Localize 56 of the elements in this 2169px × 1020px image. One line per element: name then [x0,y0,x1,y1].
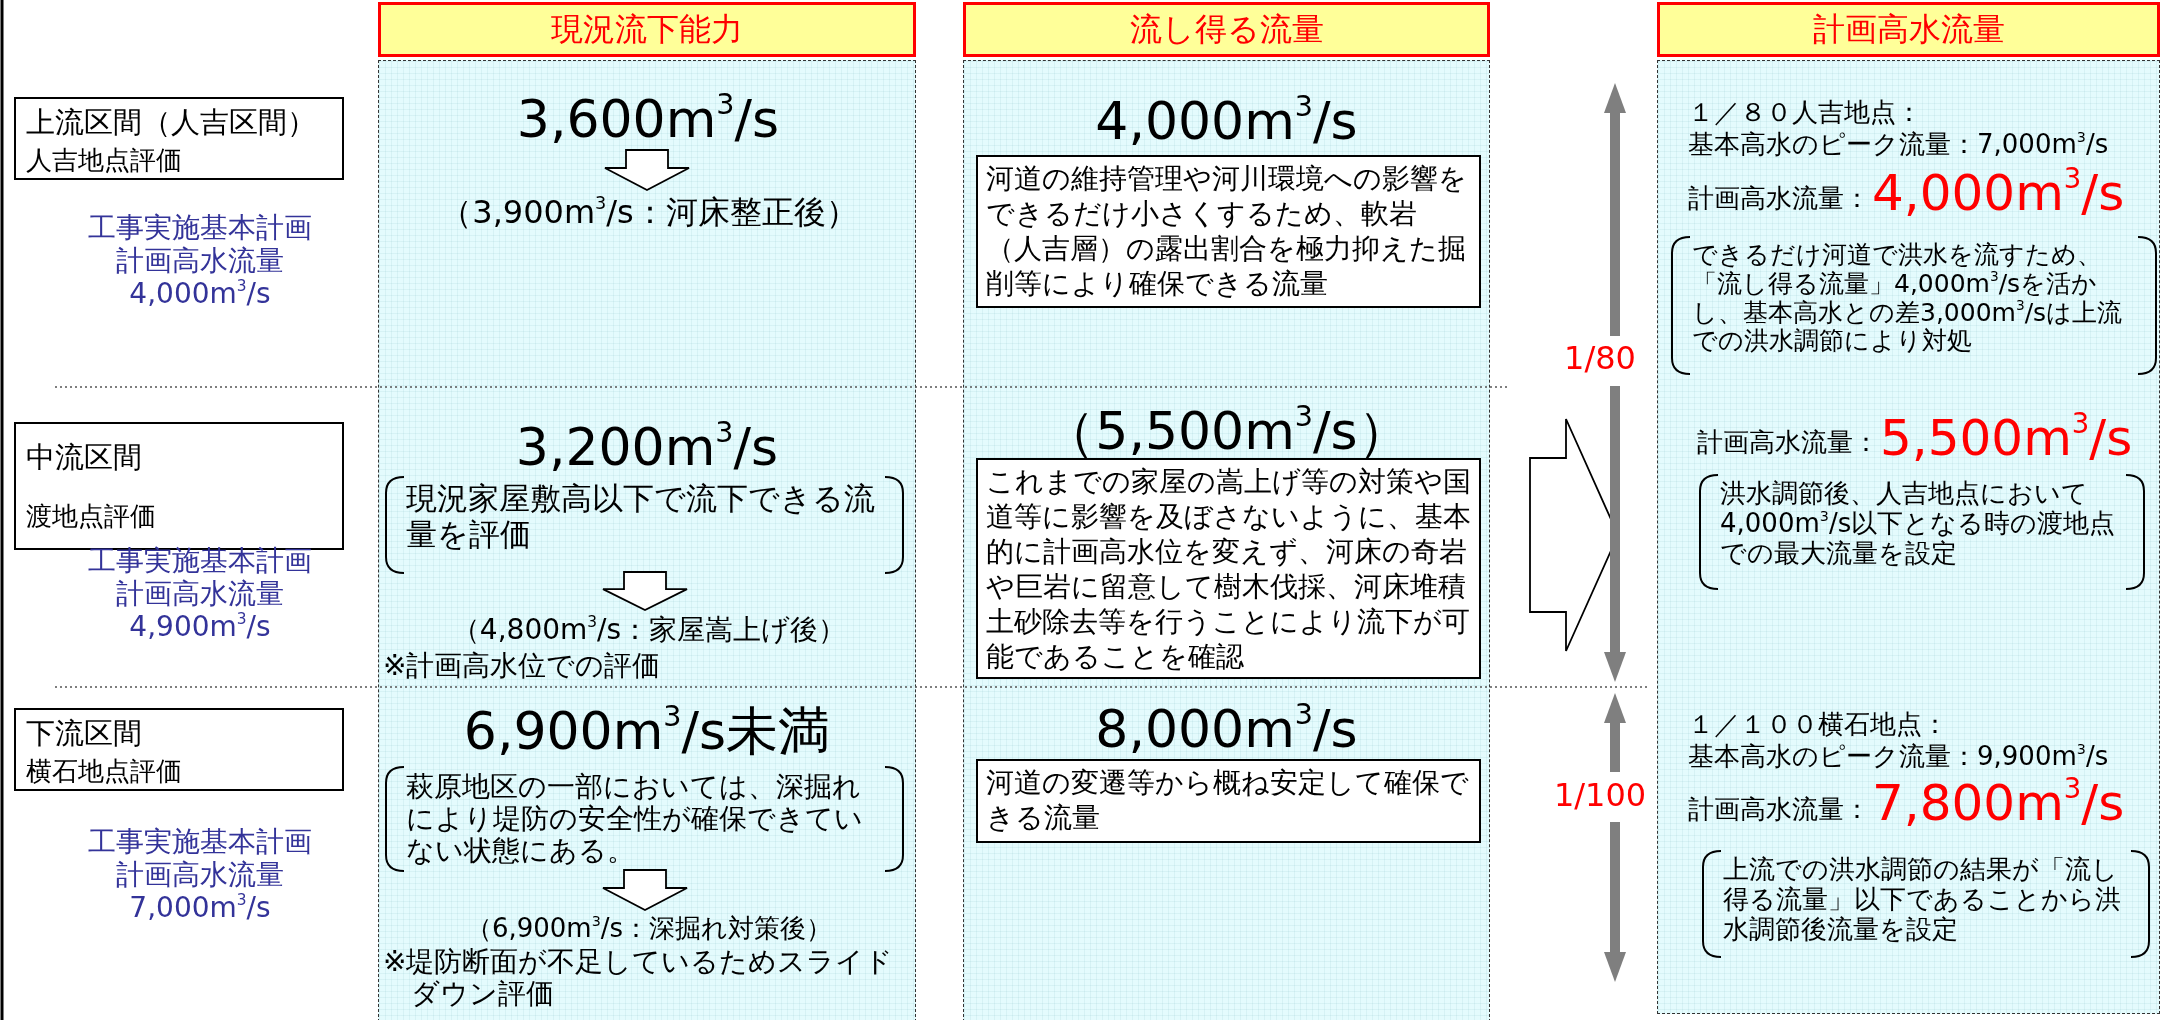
plan-text: 4,900m$^{3}$/s [128,611,272,644]
block-arrow [602,571,688,611]
gauge-point-text: １／１００横石地点： [1688,710,1948,740]
gauge-point-text: １／８０人吉地点： [1688,98,1922,128]
flow-value-text: 3,600m$^{3}$/s [488,89,808,151]
column-header: 流し得る流量 [963,2,1490,57]
bracketed-note: 現況家屋敷高以下で流下できる流量を評価 [384,477,905,573]
note-text: ※計画高水位での評価 [383,650,661,683]
plan-text: 7,000m$^{3}$/s [128,892,272,925]
bracketed-note: 萩原地区の一部においては、深掘れにより堤防の安全性が確保できていない状態にある。 [384,767,905,871]
plan-text: 工事実施基本計画 [87,545,313,578]
plan-flow-label: 計画高水流量： [1697,428,1879,458]
flow-value-text: （6,900m$^{3}$/s：深掘れ対策後） [391,911,907,949]
column-panel [963,60,1490,1020]
block-arrow [604,149,690,191]
note-box: これまでの家屋の嵩上げ等の対策や国道等に影響を及ぼさないように、基本的に計画高水位を変えず、河床の奇岩や巨岩に留意して樹木伐採、河床堆積土砂除去等を行うことにより流下が可能であることを確認 [976,458,1481,679]
return-period-label: 1/100 [1553,777,1647,814]
section-title: 中流区間 [26,439,143,477]
plan-text: 工事実施基本計画 [87,212,313,245]
section-title: 下流区間 [26,715,143,752]
note-box: 河道の維持管理や河川環境への影響をできるだけ小さくするため、軟岩（人吉層）の露出割合を極力抑えた掘削等により確保できる流量 [976,155,1481,308]
column-header: 計画高水流量 [1657,2,2160,57]
flow-value: 6,900m$^{3}$/s未満 [462,702,832,762]
plan-text: 4,000m$^{3}$/s [128,278,272,311]
gauge-point-text: 渡地点評価 [26,499,157,533]
plan-flow-value: 5,500m$^{3}$/s [1880,410,2133,468]
plan-text: 計画高水流量 [115,578,285,611]
note-box: 河道の変遷等から概ね安定して確保できる流量 [976,759,1481,843]
flow-value: 8,000m$^{3}$/s [1094,700,1359,760]
plan-flow-label: 計画高水流量： [1688,184,1870,214]
flow-value-text: （3,900m$^{3}$/s：河床整正後） [391,191,907,235]
plan-flow-value: 4,000m$^{3}$/s [1872,165,2125,223]
section-title: 上流区間（人吉区間） [26,104,317,141]
flow-value: 4,000m$^{3}$/s [1094,92,1359,152]
plan-flow-label: 計画高水流量： [1688,795,1870,825]
section-box [14,97,344,180]
section-box [14,708,344,791]
plan-text: 工事実施基本計画 [87,826,313,859]
block-arrow [602,869,688,911]
bracketed-note: 洪水調節後、人吉地点において4,000m$^{3}$/s以下となる時の渡地点での最大流量を設定 [1698,475,2146,589]
plan-text: 計画高水流量 [115,859,285,892]
plan-text: 計画高水流量 [115,245,285,278]
column-header: 現況流下能力 [378,2,916,57]
flow-value-text: （4,800m$^{3}$/s：家屋嵩上げ後） [391,611,907,651]
peak-flow-text: 基本高水のピーク流量：9,900m$^{3}$/s [1688,742,2109,772]
gauge-point-text: 人吉地点評価 [26,144,183,177]
plan-flow-value: 7,800m$^{3}$/s [1872,775,2125,833]
column-panel [1657,60,2160,1014]
gauge-point-text: 横石地点評価 [26,755,183,788]
column-panel [378,60,916,1020]
flow-value: 3,200m$^{3}$/s [514,418,780,478]
peak-flow-text: 基本高水のピーク流量：7,000m$^{3}$/s [1688,130,2109,160]
bracketed-note: 上流での洪水調節の結果が「流し得る流量」以下であることから洪水調節後流量を設定 [1701,851,2151,957]
note-text: ※堤防断面が不足しているためスライドダウン評価 [383,946,895,1011]
return-period-label: 1/80 [1563,340,1637,377]
bracketed-note: できるだけ河道で洪水を流すため、「流し得る流量」4,000m$^{3}$/sを活かし、基本高水との差3,000m$^{3}$/sは上流での洪水調節により対処 [1670,237,2158,374]
